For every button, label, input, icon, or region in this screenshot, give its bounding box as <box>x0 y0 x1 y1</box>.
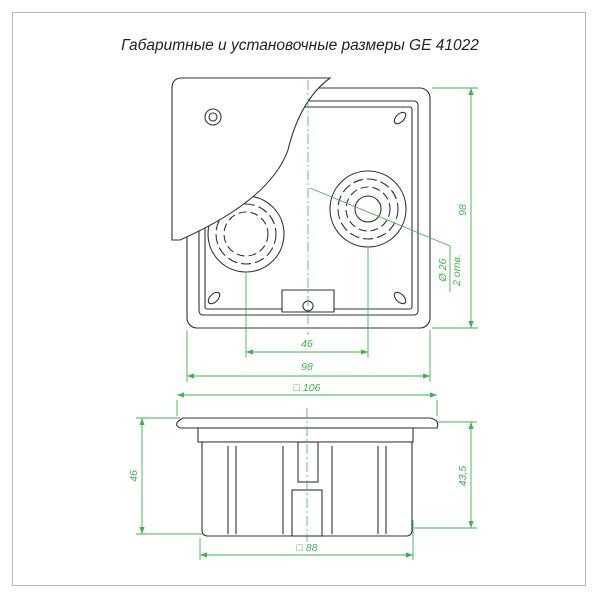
lid-screw <box>204 108 222 126</box>
side-view: □ 106 □ 88 46 43,5 <box>128 382 477 560</box>
drawing-title: Габаритные и установочные размеры GE 410… <box>121 37 479 54</box>
center-rib <box>297 441 319 483</box>
drawing-frame <box>12 12 586 586</box>
dim-hole-diameter: Ø 26 <box>437 258 449 282</box>
body-collar <box>197 427 414 443</box>
lid-flap <box>171 77 332 241</box>
dim-width: 98 <box>301 361 313 373</box>
dim-body: □ 88 <box>297 542 318 554</box>
mounting-slots <box>207 111 407 305</box>
dim-flange: □ 106 <box>294 382 321 394</box>
top-view: 46 98 98 Ø 26 2 отв. <box>171 77 478 382</box>
hole-leader-line <box>309 187 451 292</box>
dim-total-depth: 46 <box>128 470 140 482</box>
dim-knockout-spacing: 46 <box>301 338 313 350</box>
knockout-right <box>329 170 407 248</box>
dim-height: 98 <box>457 204 469 216</box>
dim-hole-count: 2 отв. <box>451 254 463 287</box>
dim-body-depth: 43,5 <box>457 466 469 487</box>
